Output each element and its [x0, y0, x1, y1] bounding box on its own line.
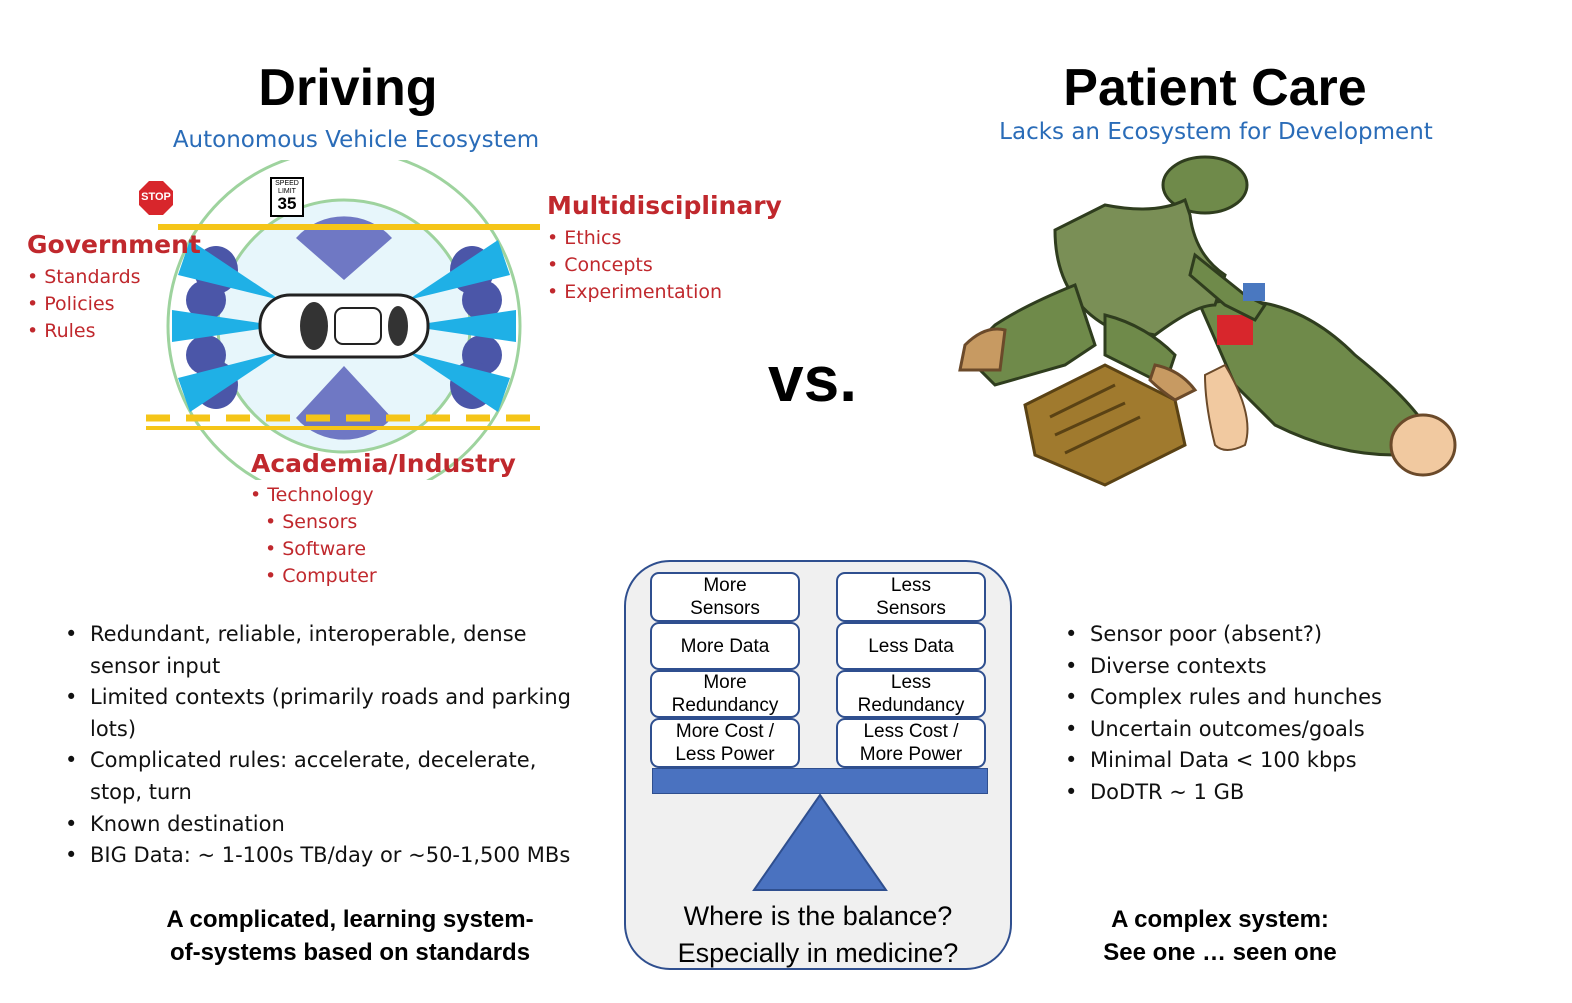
government-heading: Government [27, 230, 201, 259]
list-item: Complicated rules: accelerate, decelerat… [62, 745, 582, 808]
driving-conclusion: A complicated, learning system- of-syste… [120, 903, 580, 969]
government-item: • Standards [27, 266, 141, 288]
government-list: • Standards • Policies • Rules [27, 264, 141, 345]
list-item: Minimal Data < 100 kbps [1062, 745, 1482, 777]
academia-subitem: • Computer [265, 565, 377, 587]
patient-care-subtitle: Lacks an Ecosystem for Development [999, 119, 1433, 145]
academia-subitem: • Sensors [265, 511, 358, 533]
list-item: Limited contexts (primarily roads and pa… [62, 682, 582, 745]
vs-label: vs. [768, 343, 857, 415]
speed-sign-number: 35 [277, 194, 297, 213]
patient-care-conclusion-line: A complex system: [1111, 906, 1329, 933]
driving-conclusion-line: A complicated, learning system- [166, 906, 534, 933]
scale-box-less-data: Less Data [836, 622, 986, 670]
speed-sign-line2: LIMIT [278, 188, 296, 195]
autonomous-vehicle-illustration [146, 160, 540, 480]
driving-bullet-list: Redundant, reliable, interoperable, dens… [62, 619, 582, 872]
driving-title: Driving [258, 59, 438, 117]
patient-care-title: Patient Care [1063, 59, 1367, 117]
academia-industry-list: • Technology • Sensors • Software • Comp… [250, 482, 377, 590]
list-item: Complex rules and hunches [1062, 682, 1482, 714]
patient-care-conclusion-line: See one … seen one [1103, 939, 1337, 966]
driving-conclusion-line: of-systems based on standards [169, 939, 531, 966]
government-item: • Policies [27, 293, 115, 315]
stop-sign-icon: STOP [138, 180, 174, 216]
multidisciplinary-item: • Concepts [547, 254, 653, 276]
stop-sign-label: STOP [141, 191, 171, 203]
multidisciplinary-list: • Ethics • Concepts • Experimentation [547, 225, 722, 306]
list-item: Sensor poor (absent?) [1062, 619, 1482, 651]
scale-box-less-cost: Less Cost /More Power [836, 718, 986, 768]
list-item: Redundant, reliable, interoperable, dens… [62, 619, 582, 682]
academia-subitem: • Software [265, 538, 367, 560]
patient-care-bullet-list: Sensor poor (absent?) Diverse contexts C… [1062, 619, 1482, 809]
multidisciplinary-item: • Ethics [547, 227, 622, 249]
medic-treating-casualty-illustration [958, 155, 1457, 487]
list-item: Diverse contexts [1062, 651, 1482, 683]
list-item: Uncertain outcomes/goals [1062, 714, 1482, 746]
balance-question-line: Especially in medicine? [677, 938, 959, 968]
list-item: BIG Data: ~ 1-100s TB/day or ~50-1,500 M… [62, 840, 582, 872]
speed-limit-sign-icon: SPEED LIMIT 35 [270, 177, 304, 217]
scale-box-more-data: More Data [650, 622, 800, 670]
multidisciplinary-heading: Multidisciplinary [547, 191, 782, 220]
scale-box-more-cost: More Cost /Less Power [650, 718, 800, 768]
government-item: • Rules [27, 320, 96, 342]
academia-item: • Technology [250, 484, 374, 506]
academia-industry-heading: Academia/Industry [251, 449, 516, 478]
scale-beam [652, 768, 988, 794]
balance-question: Where is the balance? Especially in medi… [626, 898, 1010, 972]
list-item: Known destination [62, 809, 582, 841]
patient-care-conclusion: A complex system: See one … seen one [1040, 903, 1400, 969]
list-item: DoDTR ~ 1 GB [1062, 777, 1482, 809]
multidisciplinary-item: • Experimentation [547, 281, 723, 303]
driving-subtitle: Autonomous Vehicle Ecosystem [172, 127, 540, 153]
speed-sign-line1: SPEED [275, 180, 299, 187]
scale-fulcrum [752, 794, 888, 891]
balance-question-line: Where is the balance? [683, 901, 953, 931]
